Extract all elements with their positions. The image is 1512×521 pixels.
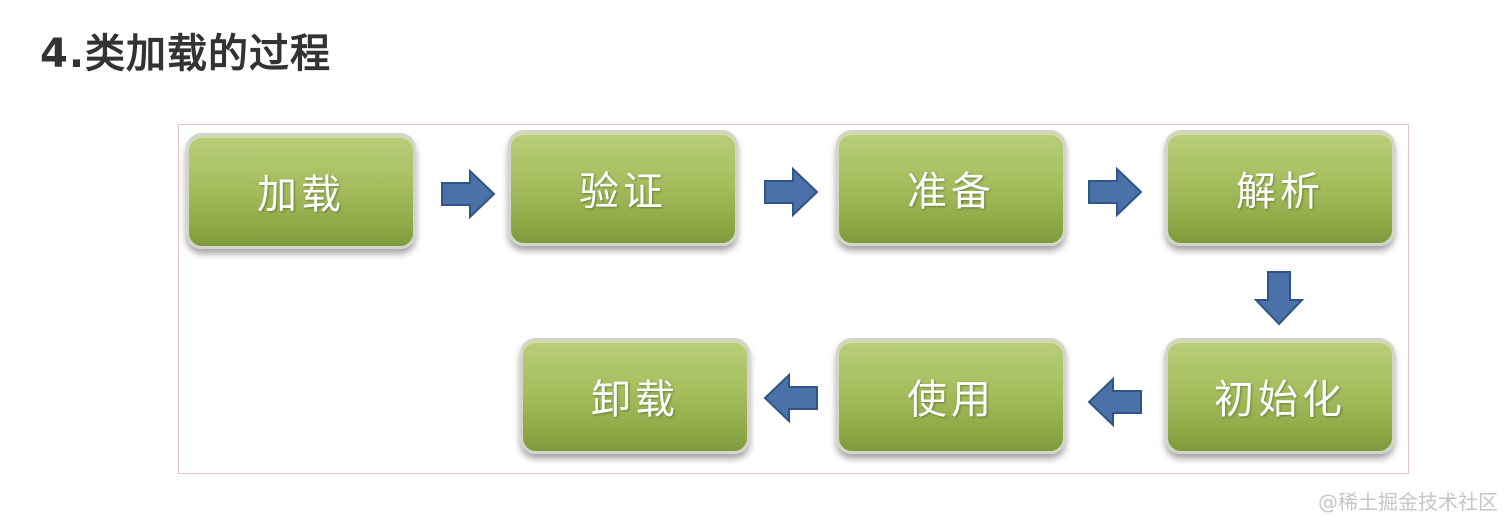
step-label: 准备 xyxy=(907,169,995,215)
step-label: 加载 xyxy=(257,172,345,218)
arrow-left-icon xyxy=(1087,377,1143,427)
arrow-right-icon xyxy=(763,167,819,217)
step-label: 验证 xyxy=(579,169,667,215)
step-label: 初始化 xyxy=(1214,377,1346,423)
step-use: 使用 xyxy=(836,338,1066,454)
watermark: @稀土掘金技术社区 xyxy=(1318,490,1498,514)
step-label: 解析 xyxy=(1236,169,1324,215)
arrow-left-icon xyxy=(763,373,819,423)
step-resolve: 解析 xyxy=(1165,130,1395,246)
arrow-right-icon xyxy=(1087,167,1143,217)
step-unload: 卸载 xyxy=(520,338,750,454)
step-label: 使用 xyxy=(907,377,995,423)
page-title: 4.类加载的过程 xyxy=(40,31,332,77)
step-label: 卸载 xyxy=(591,377,679,423)
step-prepare: 准备 xyxy=(836,130,1066,246)
step-load: 加载 xyxy=(186,133,416,249)
diagram-frame xyxy=(178,124,1409,474)
step-verify: 验证 xyxy=(508,130,738,246)
step-initialize: 初始化 xyxy=(1165,338,1395,454)
arrow-right-icon xyxy=(440,169,496,219)
arrow-down-icon xyxy=(1254,270,1304,326)
